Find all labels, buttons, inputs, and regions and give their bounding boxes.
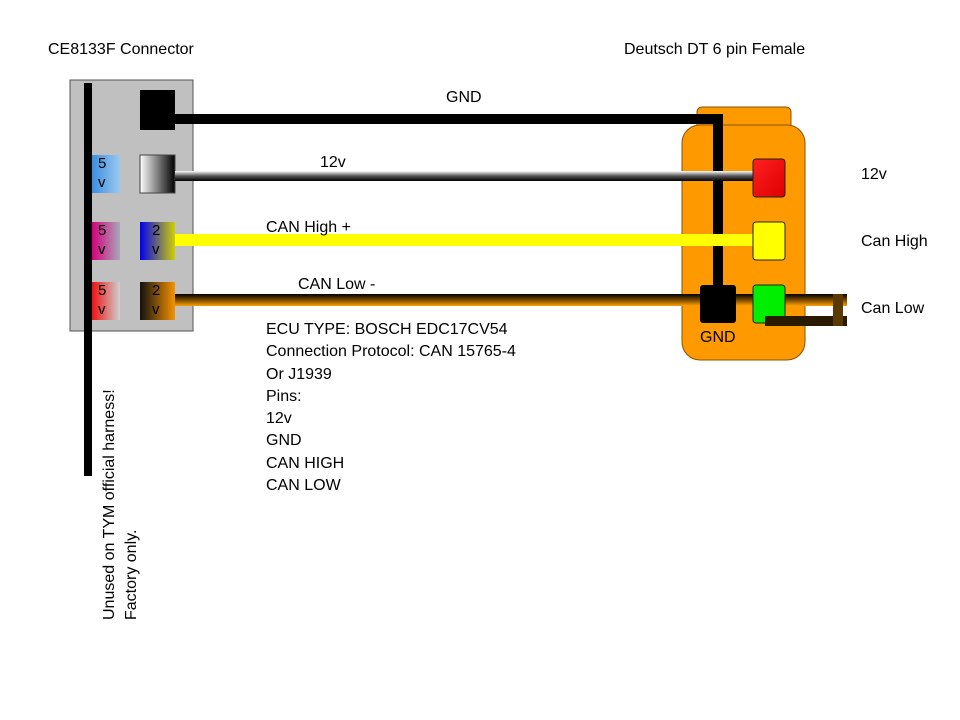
wire-gnd-label: GND xyxy=(446,89,482,106)
wire-can-low-label: CAN Low - xyxy=(298,276,376,293)
wire-can-high xyxy=(175,234,765,246)
ce8133f-title: CE8133F Connector xyxy=(48,41,194,58)
pin-red-5v xyxy=(92,282,120,320)
unused-note-line: Unused on TYM official harness! xyxy=(101,389,118,620)
deutsch-12v-label: 12v xyxy=(861,166,887,183)
wire-12v-label: 12v xyxy=(320,154,346,171)
ecu-note-line: Or J1939 xyxy=(266,365,332,383)
deutsch-pin-12v xyxy=(752,158,786,198)
ecu-note-line: GND xyxy=(266,432,302,450)
ecu-notes: ECU TYPE: BOSCH EDC17CV54 Connection Pro… xyxy=(266,319,516,497)
wire-can-high-label: CAN High + xyxy=(266,219,351,236)
ecu-note-line: Connection Protocol: CAN 15765-4 xyxy=(266,343,516,361)
ecu-note-line: ECU TYPE: BOSCH EDC17CV54 xyxy=(266,321,508,338)
wire-can-low-exit xyxy=(765,316,847,326)
wire-12v xyxy=(175,171,765,181)
pin-orange-2v xyxy=(140,282,175,320)
pin-red-bottom-text: v xyxy=(98,301,106,318)
deutsch-pin-can-high xyxy=(752,221,786,261)
deutsch-can-high-label: Can High xyxy=(861,233,928,250)
pin-navy-bottom-text: v xyxy=(152,241,160,258)
deutsch-pin-gnd xyxy=(700,285,736,323)
wire-can-low xyxy=(175,294,847,306)
deutsch-title: Deutsch DT 6 pin Female xyxy=(624,41,806,58)
ecu-note-line: CAN LOW xyxy=(266,477,341,495)
pin-blue-top-text: 5 xyxy=(98,155,107,172)
deutsch-can-low-label: Can Low xyxy=(861,300,925,317)
ecu-note-line: 12v xyxy=(266,410,292,428)
pin-magenta-top-text: 5 xyxy=(98,222,107,239)
pin-12v-square xyxy=(139,154,176,194)
pin-red-top-text: 5 xyxy=(98,282,107,299)
pin-gnd-square xyxy=(140,90,175,130)
pin-orange-top-text: 2 xyxy=(152,282,161,299)
wire-gnd-horizontal xyxy=(175,114,723,124)
unused-note: Unused on TYM official harness! Factory … xyxy=(99,389,143,620)
pin-navy-2v xyxy=(140,222,175,260)
unused-note-line: Factory only. xyxy=(123,529,140,620)
ecu-note-line: Pins: xyxy=(266,387,302,405)
pin-magenta-5v xyxy=(92,222,120,260)
pin-navy-top-text: 2 xyxy=(152,222,161,239)
pin-blue-bottom-text: v xyxy=(98,174,106,191)
pin-blue-5v xyxy=(92,155,120,193)
pin-magenta-bottom-text: v xyxy=(98,241,106,258)
deutsch-gnd-pin-label: GND xyxy=(700,329,736,346)
wire-gnd-vertical xyxy=(713,114,723,290)
wire-can-low-stub xyxy=(833,294,843,326)
pin-orange-bottom-text: v xyxy=(152,301,160,318)
ecu-note-line: CAN HIGH xyxy=(266,454,345,472)
unused-wire xyxy=(84,83,92,476)
